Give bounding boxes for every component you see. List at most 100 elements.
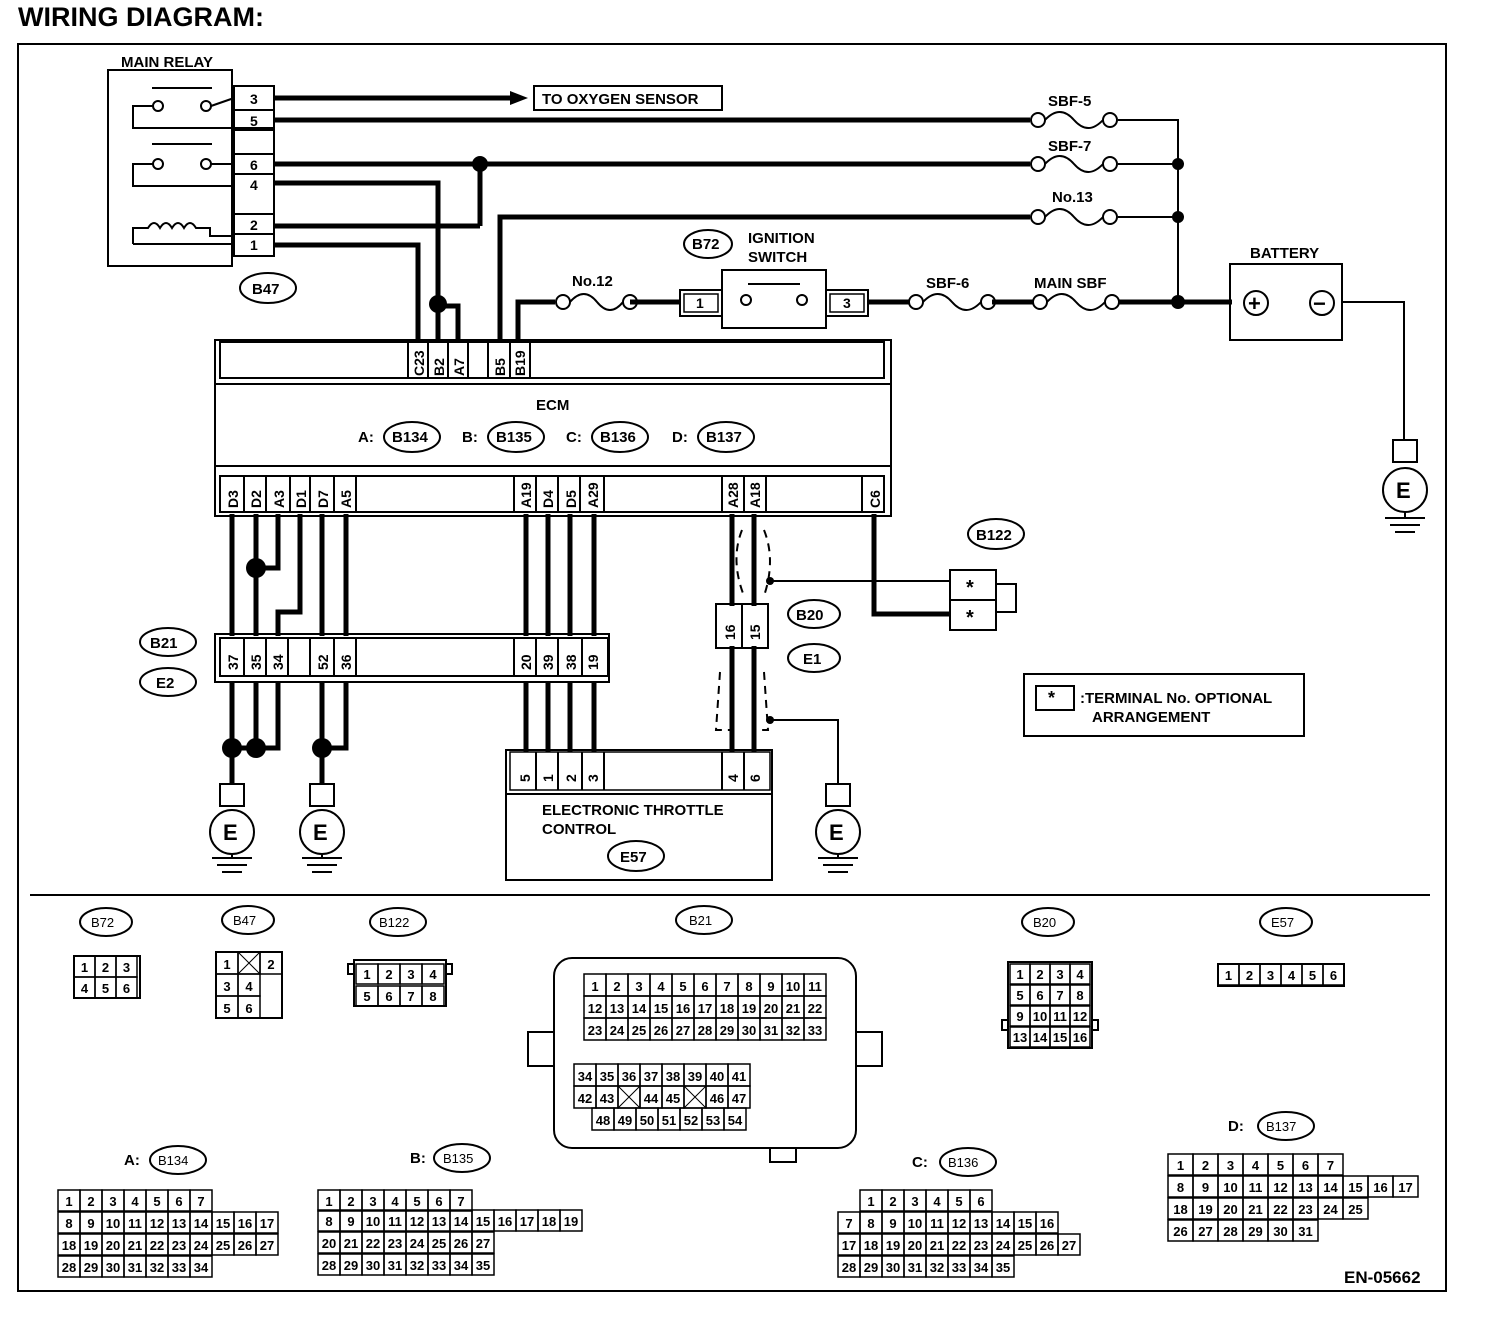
- pin-b135-8: 8: [325, 1214, 332, 1229]
- pin-b134-7: 7: [197, 1194, 204, 1209]
- connector-b20-label: B20: [796, 607, 824, 624]
- fuse-no12-label: No.12: [572, 273, 613, 290]
- ecm-pin-c23: C23: [411, 350, 427, 376]
- ecm-pin-b5: B5: [492, 358, 508, 376]
- view-a-prefix: A:: [124, 1152, 140, 1169]
- pin-b137-13: 13: [1298, 1180, 1312, 1195]
- pin-b137-29: 29: [1248, 1224, 1262, 1239]
- pin-cell: [255, 1211, 279, 1234]
- pin-b134-33: 33: [172, 1260, 186, 1275]
- pin-b21-49: 49: [618, 1113, 632, 1128]
- pin-b136-3: 3: [911, 1194, 918, 1209]
- ecm-pin-a3: A3: [271, 490, 287, 508]
- pin-b21-54: 54: [728, 1113, 743, 1128]
- view-b122-label: B122: [379, 915, 409, 930]
- pin-b21-30: 30: [742, 1023, 756, 1038]
- pin-b21-27: 27: [676, 1023, 690, 1038]
- pin-b134-28: 28: [62, 1260, 76, 1275]
- pin-b134-23: 23: [172, 1238, 186, 1253]
- pin-b135-13: 13: [432, 1214, 446, 1229]
- pin-b21-2: 2: [613, 979, 620, 994]
- pin-b135-31: 31: [388, 1258, 402, 1273]
- pin-b21-21: 21: [786, 1001, 800, 1016]
- pin-b134-11: 11: [128, 1216, 142, 1231]
- pin-b137-10: 10: [1223, 1180, 1237, 1195]
- pin-b137-1: 1: [1177, 1158, 1184, 1173]
- pin-b21-29: 29: [720, 1023, 734, 1038]
- pin-cell: [449, 1189, 473, 1212]
- pin-b136-2: 2: [889, 1194, 896, 1209]
- connector-e57-label: E57: [620, 849, 647, 866]
- pin-b122-2: 2: [385, 967, 392, 982]
- pin-b20-12: 12: [1073, 1009, 1087, 1024]
- pin-cell: [421, 963, 445, 985]
- pin-b134-25: 25: [216, 1238, 230, 1253]
- relay-pin: 1: [250, 237, 258, 253]
- b21-pin-35: 35: [248, 654, 264, 670]
- pin-b21-45: 45: [666, 1091, 680, 1106]
- pin-b137-8: 8: [1177, 1180, 1184, 1195]
- pin-cell: [189, 1255, 213, 1278]
- pin-b21-31: 31: [764, 1023, 778, 1038]
- pin-b134-14: 14: [194, 1216, 209, 1231]
- pin-b134-24: 24: [194, 1238, 209, 1253]
- pin-b135-3: 3: [369, 1194, 376, 1209]
- pin-b137-19: 19: [1198, 1202, 1212, 1217]
- pin-cell: [723, 1107, 747, 1131]
- pin-b136-18: 18: [864, 1238, 878, 1253]
- pin-b20-9: 9: [1016, 1009, 1023, 1024]
- pin-cell: [189, 1189, 213, 1212]
- ecm-pin-b19: B19: [512, 350, 528, 376]
- pin-b137-7: 7: [1327, 1158, 1334, 1173]
- pin-b135-27: 27: [476, 1236, 490, 1251]
- pin-b135-18: 18: [542, 1214, 556, 1229]
- pin-b21-22: 22: [808, 1001, 822, 1016]
- pin-b21-51: 51: [662, 1113, 676, 1128]
- ecm-pin-a7: A7: [451, 358, 467, 376]
- pin-b135-16: 16: [498, 1214, 512, 1229]
- ignition-pin-3: 3: [843, 295, 851, 311]
- ecm-pin-a5: A5: [338, 490, 354, 508]
- pin-b134-16: 16: [238, 1216, 252, 1231]
- pin-b135-6: 6: [435, 1194, 442, 1209]
- pin-b122-5: 5: [363, 989, 370, 1004]
- pin-b134-15: 15: [216, 1216, 230, 1231]
- view-d-prefix: D:: [1228, 1118, 1244, 1135]
- legend-line1: :TERMINAL No. OPTIONAL: [1080, 690, 1272, 707]
- pin-b137-30: 30: [1273, 1224, 1287, 1239]
- pin-b21-23: 23: [588, 1023, 602, 1038]
- pin-b21-14: 14: [632, 1001, 647, 1016]
- pin-b134-3: 3: [109, 1194, 116, 1209]
- ecm-d-connector: B137: [706, 429, 742, 446]
- pin-b137-27: 27: [1198, 1224, 1212, 1239]
- pin-b21-35: 35: [600, 1069, 614, 1084]
- battery-minus: −: [1313, 291, 1326, 316]
- pin-b122-4: 4: [429, 967, 437, 982]
- pin-b135-20: 20: [322, 1236, 336, 1251]
- pin-b21-20: 20: [764, 1001, 778, 1016]
- b122-star-1: *: [966, 577, 974, 599]
- pin-b21-28: 28: [698, 1023, 712, 1038]
- pin-b136-34: 34: [974, 1260, 989, 1275]
- pin-b137-2: 2: [1202, 1158, 1209, 1173]
- pin-b137-21: 21: [1248, 1202, 1262, 1217]
- pin-b21-36: 36: [622, 1069, 636, 1084]
- pin-e57-3: 3: [1267, 968, 1274, 983]
- pin-b134-30: 30: [106, 1260, 120, 1275]
- pin-b21-1: 1: [591, 979, 598, 994]
- fuse-no13-label: No.13: [1052, 189, 1093, 206]
- ecm-d-prefix: D:: [672, 429, 688, 446]
- ecm-c-connector: B136: [600, 429, 636, 446]
- pin-cell: [991, 1255, 1015, 1278]
- pin-b135-11: 11: [388, 1214, 402, 1229]
- pin-b20-13: 13: [1013, 1030, 1027, 1045]
- pin-b134-1: 1: [65, 1194, 72, 1209]
- pin-e57-5: 5: [1309, 968, 1316, 983]
- pin-b134-18: 18: [62, 1238, 76, 1253]
- pin-b134-9: 9: [87, 1216, 94, 1231]
- pin-b137-11: 11: [1249, 1180, 1263, 1195]
- pin-b135-28: 28: [322, 1258, 336, 1273]
- pin-b135-10: 10: [366, 1214, 380, 1229]
- pin-b136-13: 13: [974, 1216, 988, 1231]
- b122-star-2: *: [966, 607, 974, 629]
